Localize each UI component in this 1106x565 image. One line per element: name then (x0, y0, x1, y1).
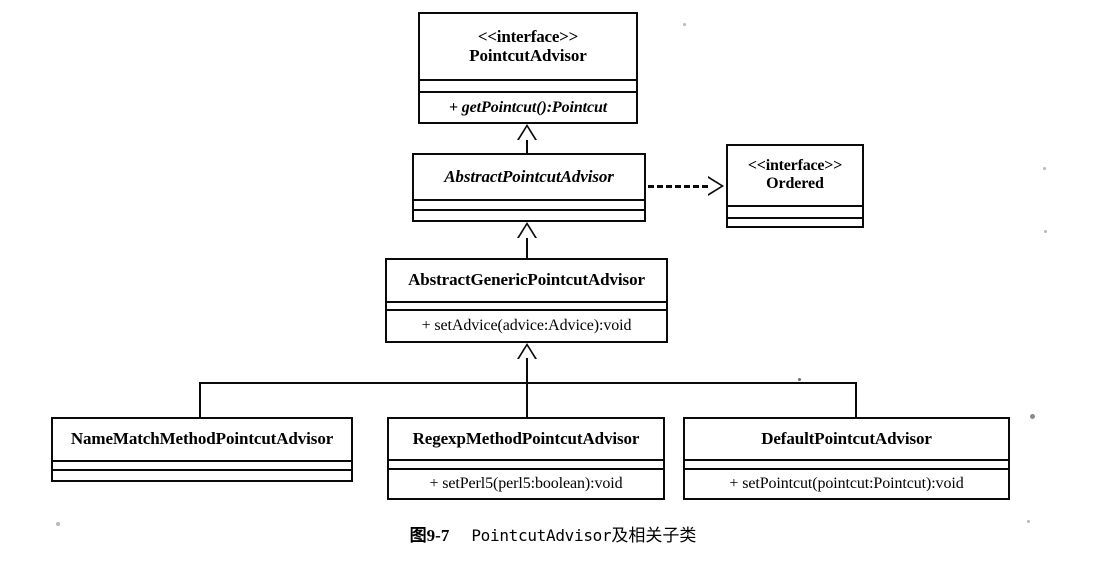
scan-speck (56, 522, 60, 526)
figure-caption-cjk: 及相关子类 (611, 526, 697, 546)
realization-arrowhead-abstract-to-ordered (708, 176, 726, 196)
realization-line-abstract-to-ordered (648, 185, 708, 188)
arrow-fill (708, 178, 721, 194)
class-name-label: AbstractGenericPointcutAdvisor (408, 270, 645, 290)
generalization-stem-subclasses (526, 358, 528, 384)
stereotype-label: <<interface>> (747, 157, 843, 175)
scan-speck (1044, 230, 1047, 233)
class-box-name-match-method-pointcut-advisor: NameMatchMethodPointcutAdvisor (51, 417, 353, 482)
class-operations-compartment: + setPerl5(perl5:boolean):void (389, 470, 663, 498)
class-attributes-compartment (414, 201, 644, 211)
class-box-ordered: <<interface>> Ordered (726, 144, 864, 228)
operation-label: + getPointcut():Pointcut (448, 98, 608, 116)
generalization-arrowhead-generic-to-abstract (517, 222, 537, 238)
class-attributes-compartment (685, 461, 1008, 470)
class-header-ordered: <<interface>> Ordered (728, 146, 862, 207)
figure-caption-latin: PointcutAdvisor (471, 526, 612, 545)
class-header-regexp-method-pointcut-advisor: RegexpMethodPointcutAdvisor (389, 419, 663, 461)
generalization-line-abstract-to-interface (526, 139, 528, 155)
class-header-pointcut-advisor: <<interface>> PointcutAdvisor (420, 14, 636, 81)
triangle-fill (519, 127, 535, 140)
triangle-fill (519, 225, 535, 238)
class-attributes-compartment (389, 461, 663, 470)
class-name-label: AbstractPointcutAdvisor (444, 166, 614, 186)
generalization-drop-default (855, 382, 857, 418)
class-operations-compartment: + setAdvice(advice:Advice):void (387, 311, 666, 341)
scan-speck (1027, 520, 1030, 523)
triangle-fill (519, 346, 535, 359)
class-box-abstract-pointcut-advisor: AbstractPointcutAdvisor (412, 153, 646, 222)
generalization-arrowhead-abstract-to-interface (517, 124, 537, 140)
class-attributes-compartment (387, 303, 666, 311)
class-attributes-compartment (728, 207, 862, 219)
operation-label: + setPerl5(perl5:boolean):void (429, 475, 623, 492)
class-attributes-compartment (420, 81, 636, 93)
class-header-name-match-method-pointcut-advisor: NameMatchMethodPointcutAdvisor (53, 419, 351, 462)
generalization-drop-regexp (526, 382, 528, 418)
class-operations-compartment (728, 219, 862, 226)
scan-speck (683, 23, 686, 26)
class-operations-compartment: + setPointcut(pointcut:Pointcut):void (685, 470, 1008, 498)
figure-caption: 图9-7 PointcutAdvisor及相关子类 (0, 521, 1106, 546)
class-header-abstract-pointcut-advisor: AbstractPointcutAdvisor (414, 155, 644, 201)
class-operations-compartment (414, 211, 644, 220)
class-name-label: NameMatchMethodPointcutAdvisor (70, 429, 334, 449)
class-header-abstract-generic-pointcut-advisor: AbstractGenericPointcutAdvisor (387, 260, 666, 303)
class-box-regexp-method-pointcut-advisor: RegexpMethodPointcutAdvisor + setPerl5(p… (387, 417, 665, 500)
generalization-crossbar-subclasses (199, 382, 857, 384)
class-operations-compartment: + getPointcut():Pointcut (420, 93, 636, 122)
class-name-label: Ordered (766, 175, 824, 192)
scan-speck (1043, 167, 1046, 170)
figure-number: 图9-7 (409, 526, 450, 545)
class-header-default-pointcut-advisor: DefaultPointcutAdvisor (685, 419, 1008, 461)
scan-speck (1030, 414, 1035, 419)
scan-speck (798, 378, 801, 381)
operation-label: + setPointcut(pointcut:Pointcut):void (729, 475, 964, 492)
generalization-line-generic-to-abstract (526, 237, 528, 259)
operation-label: + setAdvice(advice:Advice):void (421, 317, 632, 334)
stereotype-label: <<interface>> (477, 26, 579, 46)
class-name-label: RegexpMethodPointcutAdvisor (412, 428, 640, 448)
generalization-drop-name-match (199, 382, 201, 418)
class-box-abstract-generic-pointcut-advisor: AbstractGenericPointcutAdvisor + setAdvi… (385, 258, 668, 343)
class-box-pointcut-advisor: <<interface>> PointcutAdvisor + getPoint… (418, 12, 638, 124)
class-name-label: PointcutAdvisor (469, 46, 587, 65)
class-name-label: DefaultPointcutAdvisor (761, 428, 932, 448)
class-operations-compartment (53, 471, 351, 480)
generalization-arrowhead-subclasses-to-generic (517, 343, 537, 359)
class-box-default-pointcut-advisor: DefaultPointcutAdvisor + setPointcut(poi… (683, 417, 1010, 500)
class-attributes-compartment (53, 462, 351, 471)
